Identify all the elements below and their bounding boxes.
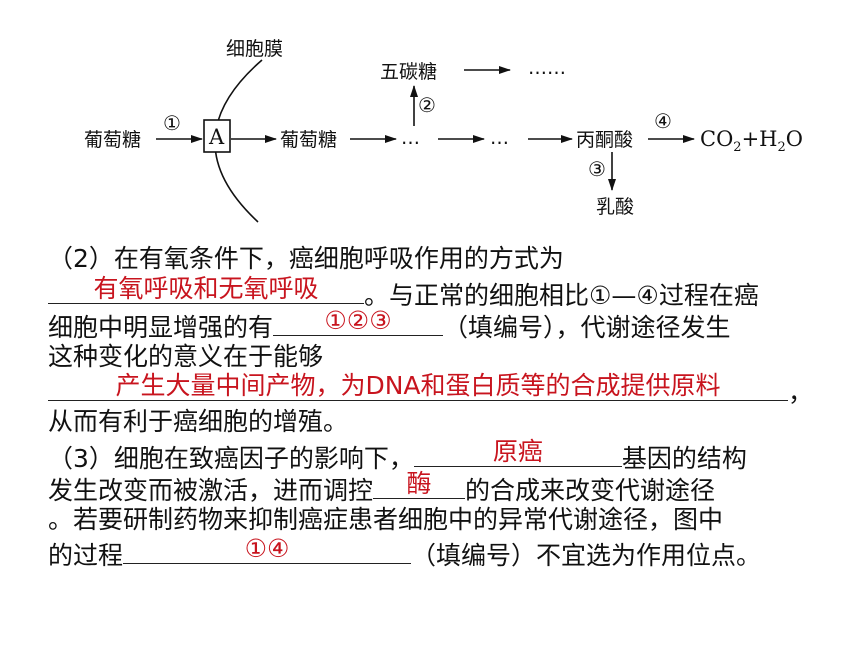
q3-gene-suffix: 基因的结构 <box>621 443 747 473</box>
answer-respiration: 有氧呼吸和无氧呼吸 <box>93 273 319 303</box>
glucose-outside-label: 葡萄糖 <box>84 129 141 151</box>
answer-blank-enzyme: 酶 <box>373 469 466 500</box>
q3-drug-text: 。若要研制药物来抑制癌症患者细胞中的异常代谢途径，图中 <box>48 504 724 534</box>
pentose-label: 五碳糖 <box>380 61 437 83</box>
q2-enhanced-suffix: （填编号），代谢途径发生 <box>443 313 731 343</box>
glucose-inside-label: 葡萄糖 <box>280 129 337 151</box>
products-label: CO2+H2O <box>700 127 803 155</box>
step-2-label: ② <box>418 93 436 117</box>
lactate-label: 乳酸 <box>596 196 634 218</box>
q3-steps-prefix: 的过程 <box>48 541 124 571</box>
answer-blank-respiration: 有氧呼吸和无氧呼吸 <box>48 273 364 304</box>
q2-line-2: 有氧呼吸和无氧呼吸 。与正常的细胞相比①—④过程在癌 <box>48 273 838 310</box>
q2-line-5: 产生大量中间产物，为DNA和蛋白质等的合成提供原料 ， <box>48 371 838 408</box>
answer-blank-gene: 原癌 <box>413 436 622 467</box>
answer-target-steps: ①④ <box>244 534 290 564</box>
membrane-label: 细胞膜 <box>226 38 283 60</box>
pyruvate-label: 丙酮酸 <box>576 129 633 151</box>
q3-line-3: 。若要研制药物来抑制癌症患者细胞中的异常代谢途径，图中 <box>48 504 838 537</box>
step-3-label: ③ <box>588 157 606 181</box>
step-4-label: ④ <box>654 109 672 133</box>
answer-blank-target-steps: ①④ <box>123 534 412 565</box>
q3-line-4: 的过程 ①④ （填编号）不宜选为作用位点。 <box>48 534 838 571</box>
q2-line-3: 细胞中明显增强的有 ①②③ （填编号），代谢途径发生 <box>48 306 838 343</box>
q3-line-2: 发生改变而被激活，进而调控 酶 的合成来改变代谢途径 <box>48 469 838 506</box>
q2-line-4: 这种变化的意义在于能够 <box>48 341 838 374</box>
answer-enzyme: 酶 <box>406 469 432 499</box>
step-1-label: ① <box>163 111 181 135</box>
q2-enhanced-prefix: 细胞中明显增强的有 <box>48 313 274 343</box>
intermediate-1: … <box>401 127 420 149</box>
q3-line-1: （3）细胞在致癌因子的影响下， 原癌 基因的结构 <box>48 436 838 473</box>
transporter-label: A <box>208 125 225 149</box>
metabolism-diagram: 细胞膜 葡萄糖 ① A 葡萄糖 … … ② 五碳糖 …… 丙酮酸 ④ CO2+H… <box>84 38 803 223</box>
q2-significance-prompt: 这种变化的意义在于能够 <box>48 341 324 371</box>
q3-prompt: （3）细胞在致癌因子的影响下， <box>48 443 414 473</box>
question-text: （2）在有氧条件下，癌细胞呼吸作用的方式为 有氧呼吸和无氧呼吸 。与正常的细胞相… <box>48 243 838 571</box>
answer-gene: 原癌 <box>492 436 543 466</box>
q2-line-6: 从而有利于癌细胞的增殖。 <box>48 406 838 439</box>
intermediate-2: … <box>490 127 509 149</box>
q2-compare-text: 。与正常的细胞相比①—④过程在癌 <box>364 280 759 310</box>
q2-comma: ， <box>788 378 814 408</box>
answer-enhanced-steps: ①②③ <box>324 306 392 336</box>
answer-significance: 产生大量中间产物，为DNA和蛋白质等的合成提供原料 <box>115 371 721 401</box>
q3-steps-suffix: （填编号）不宜选为作用位点。 <box>411 541 762 571</box>
pentose-onward-ellipsis: …… <box>528 57 566 79</box>
transporter-box <box>203 119 231 153</box>
answer-blank-significance: 产生大量中间产物，为DNA和蛋白质等的合成提供原料 <box>48 371 788 402</box>
q2-conclusion: 从而有利于癌细胞的增殖。 <box>48 406 349 436</box>
q2-line-1: （2）在有氧条件下，癌细胞呼吸作用的方式为 <box>48 243 838 276</box>
q2-prompt: （2）在有氧条件下，癌细胞呼吸作用的方式为 <box>48 244 564 273</box>
q3-regulate-suffix: 的合成来改变代谢途径 <box>465 476 716 506</box>
answer-blank-enhanced: ①②③ <box>273 306 444 337</box>
q3-regulate-prefix: 发生改变而被激活，进而调控 <box>48 476 374 506</box>
